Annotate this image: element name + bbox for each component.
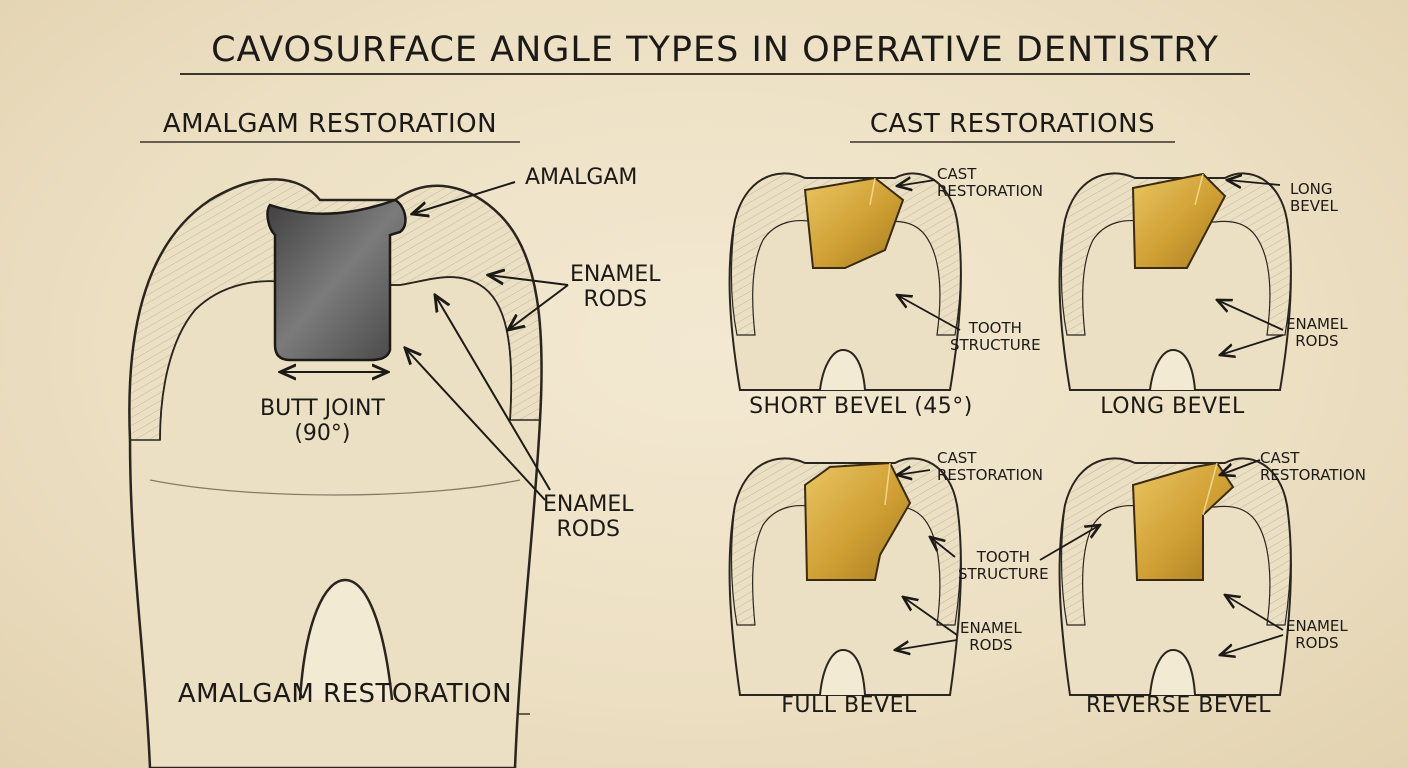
label-amalgam: AMALGAM (525, 165, 638, 190)
label-line: ENAMEL (543, 492, 634, 517)
full-bevel-label-tooth: TOOTH STRUCTURE (958, 548, 1049, 584)
label-line: STRUCTURE (958, 565, 1049, 584)
label-line: RODS (1295, 332, 1339, 351)
label-line: RODS (1295, 634, 1339, 653)
label-line: RODS (583, 287, 648, 313)
full-bevel-caption: FULL BEVEL (781, 693, 917, 718)
label-line: TOOTH (976, 548, 1030, 566)
label-line: RODS (969, 636, 1013, 655)
full-bevel-label-cast: CAST RESTORATION (937, 449, 1043, 485)
amalgam-footer: AMALGAM RESTORATION (177, 679, 513, 709)
label-line: RESTORATION (937, 466, 1043, 485)
label-enamel-rods-top: ENAMEL RODS (570, 262, 661, 313)
short-bevel-caption: SHORT BEVEL (45°) (749, 394, 973, 419)
label-line: (90°) (294, 421, 351, 447)
reverse-bevel-caption: REVERSE BEVEL (1086, 693, 1271, 718)
label-line: CAST (937, 449, 977, 467)
label-line: TOOTH (968, 319, 1022, 337)
long-bevel-caption: LONG BEVEL (1100, 394, 1245, 419)
short-bevel-label-tooth: TOOTH STRUCTURE (950, 319, 1041, 355)
label-line: ENAMEL (1286, 315, 1348, 333)
page-title: CAVOSURFACE ANGLE TYPES IN OPERATIVE DEN… (211, 30, 1219, 70)
label-line: ENAMEL (570, 262, 661, 287)
long-bevel-tooth (1058, 172, 1292, 391)
label-enamel-rods-bottom: ENAMEL RODS (543, 492, 634, 543)
amalgam-heading: AMALGAM RESTORATION (162, 109, 498, 139)
reverse-bevel-tooth (1039, 457, 1292, 696)
full-bevel-tooth (728, 457, 962, 696)
label-line: ENAMEL (1286, 617, 1348, 635)
cast-heading: CAST RESTORATIONS (869, 109, 1156, 139)
amalgam-tooth-illustration (128, 178, 569, 768)
full-bevel-label-enamel: ENAMEL RODS (960, 619, 1022, 655)
short-bevel-label-cast: CAST RESTORATION (937, 165, 1043, 201)
amalgam-filling (266, 198, 407, 362)
label-line: RESTORATION (937, 182, 1043, 201)
pulp-chamber (298, 578, 394, 701)
label-line: CAST (1260, 449, 1300, 467)
label-line: CAST (937, 165, 977, 183)
long-bevel-label-enamel: ENAMEL RODS (1286, 315, 1348, 351)
reverse-bevel-label-enamel: ENAMEL RODS (1286, 617, 1348, 653)
label-line: BEVEL (1290, 197, 1338, 216)
label-line: RODS (556, 517, 621, 543)
short-bevel-tooth (728, 172, 962, 391)
label-line: STRUCTURE (950, 336, 1041, 355)
label-line: LONG (1290, 180, 1333, 198)
label-line: ENAMEL (960, 619, 1022, 637)
label-line: RESTORATION (1260, 466, 1366, 485)
label-butt-joint: BUTT JOINT (90°) (260, 396, 385, 447)
long-bevel-label-bevel: LONG BEVEL (1290, 180, 1338, 216)
reverse-bevel-label-cast: CAST RESTORATION (1260, 449, 1366, 485)
label-line: BUTT JOINT (260, 396, 385, 421)
